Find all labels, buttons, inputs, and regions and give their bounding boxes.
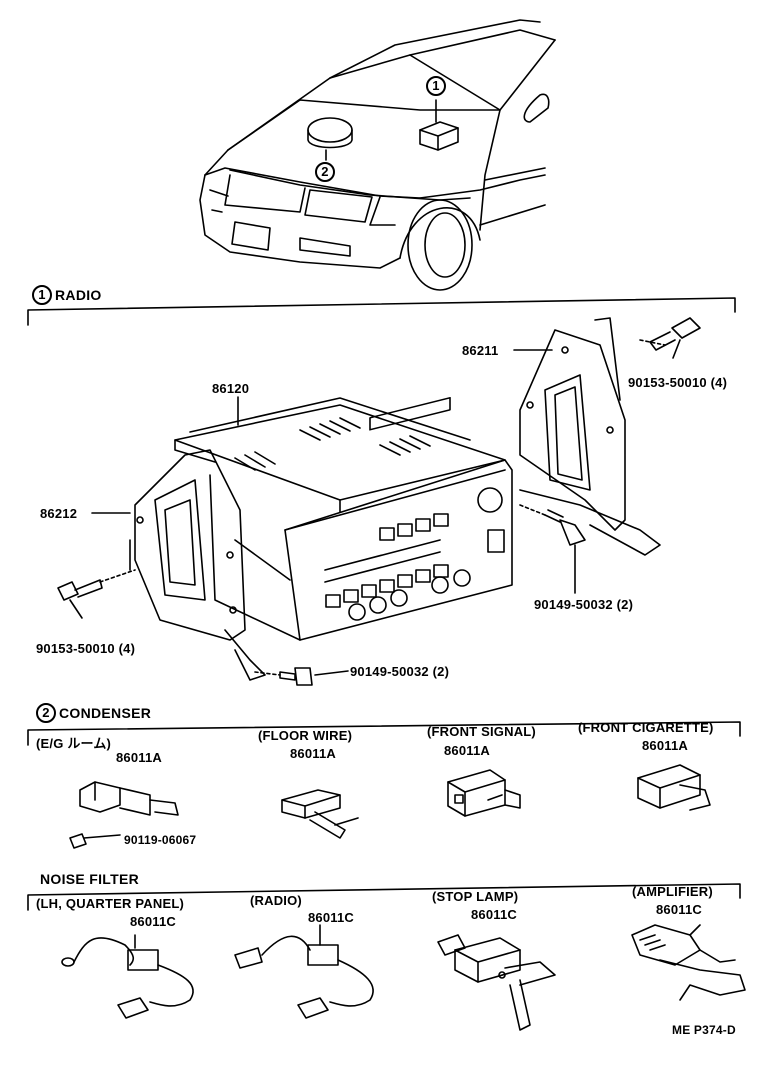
screw-bottom <box>254 667 313 686</box>
part-bolt-right: 90153-50010 (4) <box>628 375 728 390</box>
noise-filter-title: NOISE FILTER <box>40 871 140 887</box>
noise-part-2: 86011C <box>308 910 355 925</box>
condenser-location-1: (E/G ルーム) <box>36 736 112 751</box>
condenser-location-2: (FLOOR WIRE) <box>258 728 353 743</box>
noise-location-4: (AMPLIFIER) <box>632 884 713 899</box>
part-86212: 86212 <box>40 506 78 521</box>
noise-part-4: 86011C <box>656 902 703 917</box>
radio-section-bracket <box>27 297 736 326</box>
condenser-section-bracket <box>27 721 741 746</box>
condenser-bolt-shape <box>69 833 121 849</box>
condenser-eg-room <box>79 781 179 816</box>
condenser-part-1: 86011A <box>116 750 163 765</box>
radio-buttons <box>325 487 505 621</box>
condenser-front-cigarette <box>637 764 711 811</box>
noise-filter-lh <box>61 934 194 1019</box>
noise-location-3: (STOP LAMP) <box>432 889 519 904</box>
callout-2: 2 <box>315 162 338 182</box>
bracket-86211 <box>519 317 661 556</box>
radio-head-unit <box>174 396 513 641</box>
part-screw-bottom: 90149-50032 (2) <box>350 664 450 679</box>
figure-code: ME P374-D <box>672 1023 736 1037</box>
noise-filter-amplifier <box>631 924 746 1001</box>
noise-part-3: 86011C <box>471 907 518 922</box>
part-86120: 86120 <box>212 381 250 396</box>
condenser-part-3: 86011A <box>444 743 491 758</box>
bolt-left <box>57 569 136 601</box>
condenser-bolt-label: 90119-06067 <box>124 833 197 847</box>
car-illustration <box>199 19 556 291</box>
noise-location-1: (LH, QUARTER PANEL) <box>36 896 184 911</box>
part-86211: 86211 <box>462 343 499 358</box>
noise-section-bracket <box>27 883 741 911</box>
condenser-floor-wire <box>281 789 359 839</box>
condenser-front-signal <box>447 769 521 817</box>
part-bolt-left: 90153-50010 (4) <box>36 641 136 656</box>
callout-1: 1 <box>426 76 449 96</box>
condenser-location-3: (FRONT SIGNAL) <box>427 724 536 739</box>
condenser-part-2: 86011A <box>290 746 337 761</box>
noise-filter-stop-lamp <box>437 934 556 1031</box>
noise-location-2: (RADIO) <box>250 893 302 908</box>
noise-filter-radio <box>234 924 374 1019</box>
condenser-part-4: 86011A <box>642 738 689 753</box>
screw-right <box>519 504 586 546</box>
bracket-86212 <box>129 449 266 681</box>
noise-part-1: 86011C <box>130 914 177 929</box>
condenser-location-4: (FRONT CIGARETTE) <box>578 720 714 735</box>
part-screw-right: 90149-50032 (2) <box>534 597 634 612</box>
bolt-right <box>639 317 701 351</box>
